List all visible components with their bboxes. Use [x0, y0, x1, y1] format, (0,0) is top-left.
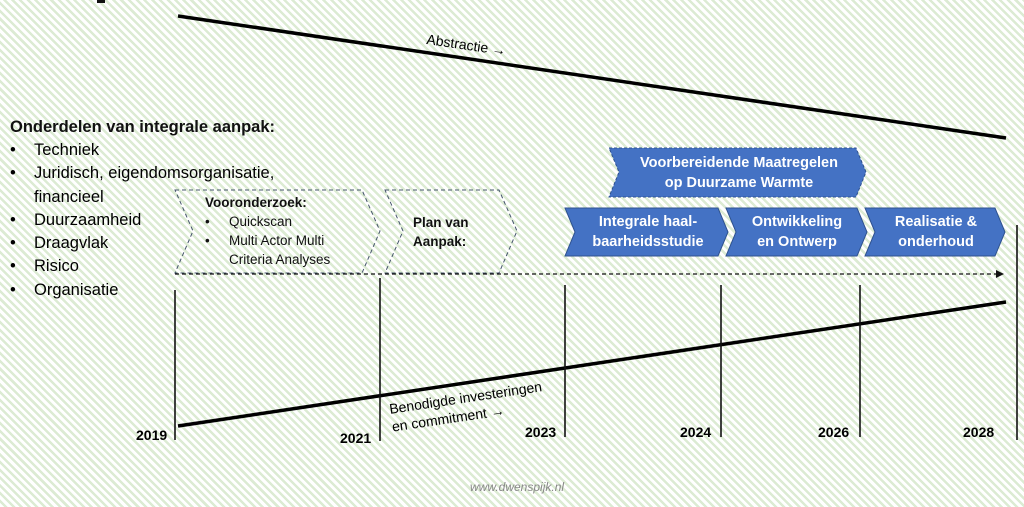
list-item-text: Criteria Analyses: [229, 252, 331, 267]
list-item: Duurzaamheid: [10, 209, 274, 233]
feasibility-label: Integrale haal- baarheidsstudie: [573, 212, 723, 252]
label-line: baarheidsstudie: [592, 234, 704, 250]
plan-title-line: Plan van: [413, 215, 469, 230]
plan-chevron: [384, 189, 518, 274]
pre-research-title: Vooronderzoek:: [205, 195, 307, 210]
label-line: Realisatie &: [894, 214, 978, 230]
list-item: Risico: [10, 255, 274, 279]
label-line: op Duurzame Warmte: [664, 175, 814, 191]
list-item: Juridisch, eigendomsorganisatie,: [10, 162, 274, 186]
label-line: Voorbereidende Maatregelen: [640, 155, 838, 171]
preparatory-chevron: [608, 147, 867, 198]
year-2028: 2028: [963, 424, 995, 440]
list-item: Techniek: [10, 139, 274, 163]
label-line: Integrale haal-: [598, 214, 698, 230]
abstraction-line: [177, 14, 1007, 140]
label-line: en Ontwerp: [757, 234, 837, 250]
list-item-text: Multi Actor Multi: [229, 233, 325, 248]
year-markers: [174, 225, 1018, 441]
year-2021: 2021: [340, 430, 372, 446]
plan-box: Plan van Aanpak:: [413, 213, 469, 251]
pre-research-box: Vooronderzoek: Quickscan Multi Actor Mul…: [205, 193, 330, 269]
title-fragment: [97, 0, 105, 3]
list-item: Organisatie: [10, 279, 274, 303]
development-label: Ontwikkeling en Ontwerp: [732, 212, 862, 252]
development-chevron: [725, 207, 868, 257]
plan-title-line: Aanpak:: [413, 234, 467, 249]
year-2019: 2019: [136, 427, 168, 443]
list-item: financieel: [10, 186, 274, 209]
components-list: Techniek Juridisch, eigendomsorganisatie…: [10, 139, 274, 302]
components-heading: Onderdelen van integrale aanpak:: [10, 118, 275, 136]
year-2023: 2023: [525, 424, 557, 440]
label-line: onderhoud: [898, 234, 974, 250]
realisation-chevron: [864, 207, 1006, 257]
list-item: Draagvlak: [10, 232, 274, 256]
label-line: Ontwikkeling: [751, 214, 843, 230]
realisation-label: Realisatie & onderhoud: [870, 212, 1002, 252]
preparatory-label: Voorbereidende Maatregelen op Duurzame W…: [619, 153, 859, 193]
timeline-arrowhead: [996, 270, 1004, 278]
footer-url: www.dwenspijk.nl: [470, 480, 565, 494]
year-2026: 2026: [818, 424, 850, 440]
feasibility-chevron: [564, 207, 729, 257]
investment-line: [177, 300, 1007, 428]
year-2024: 2024: [680, 424, 712, 440]
list-item: Quickscan: [205, 212, 330, 231]
list-item-continuation: financieel: [34, 187, 104, 206]
